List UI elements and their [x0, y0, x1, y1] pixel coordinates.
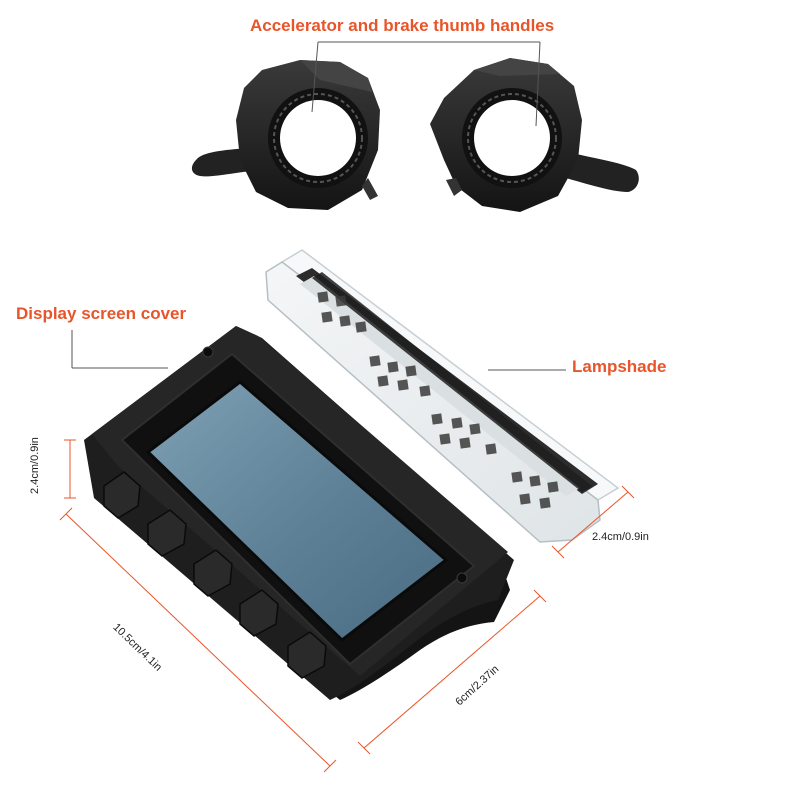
- display-screen-cover: [84, 326, 514, 700]
- display-screen: [148, 382, 446, 640]
- lampshade-label: Lampshade: [572, 357, 667, 376]
- lampshade: [265, 249, 620, 543]
- lampshade-led-windows: [317, 291, 559, 509]
- cover-height-label: 2.4cm/0.9in: [28, 437, 41, 494]
- left-thumb-handle: [191, 60, 380, 210]
- cover-buttons: [103, 471, 327, 679]
- dimension-lines: [59, 439, 635, 773]
- lampshade-width-label: 2.4cm/0.9in: [592, 531, 649, 543]
- display-cover-label: Display screen cover: [16, 304, 187, 323]
- right-thumb-handle: [430, 58, 639, 212]
- display-cover-leader: [71, 330, 168, 369]
- thumb-handles-leader: [311, 41, 541, 127]
- thumb-handles-label: Accelerator and brake thumb handles: [250, 16, 555, 35]
